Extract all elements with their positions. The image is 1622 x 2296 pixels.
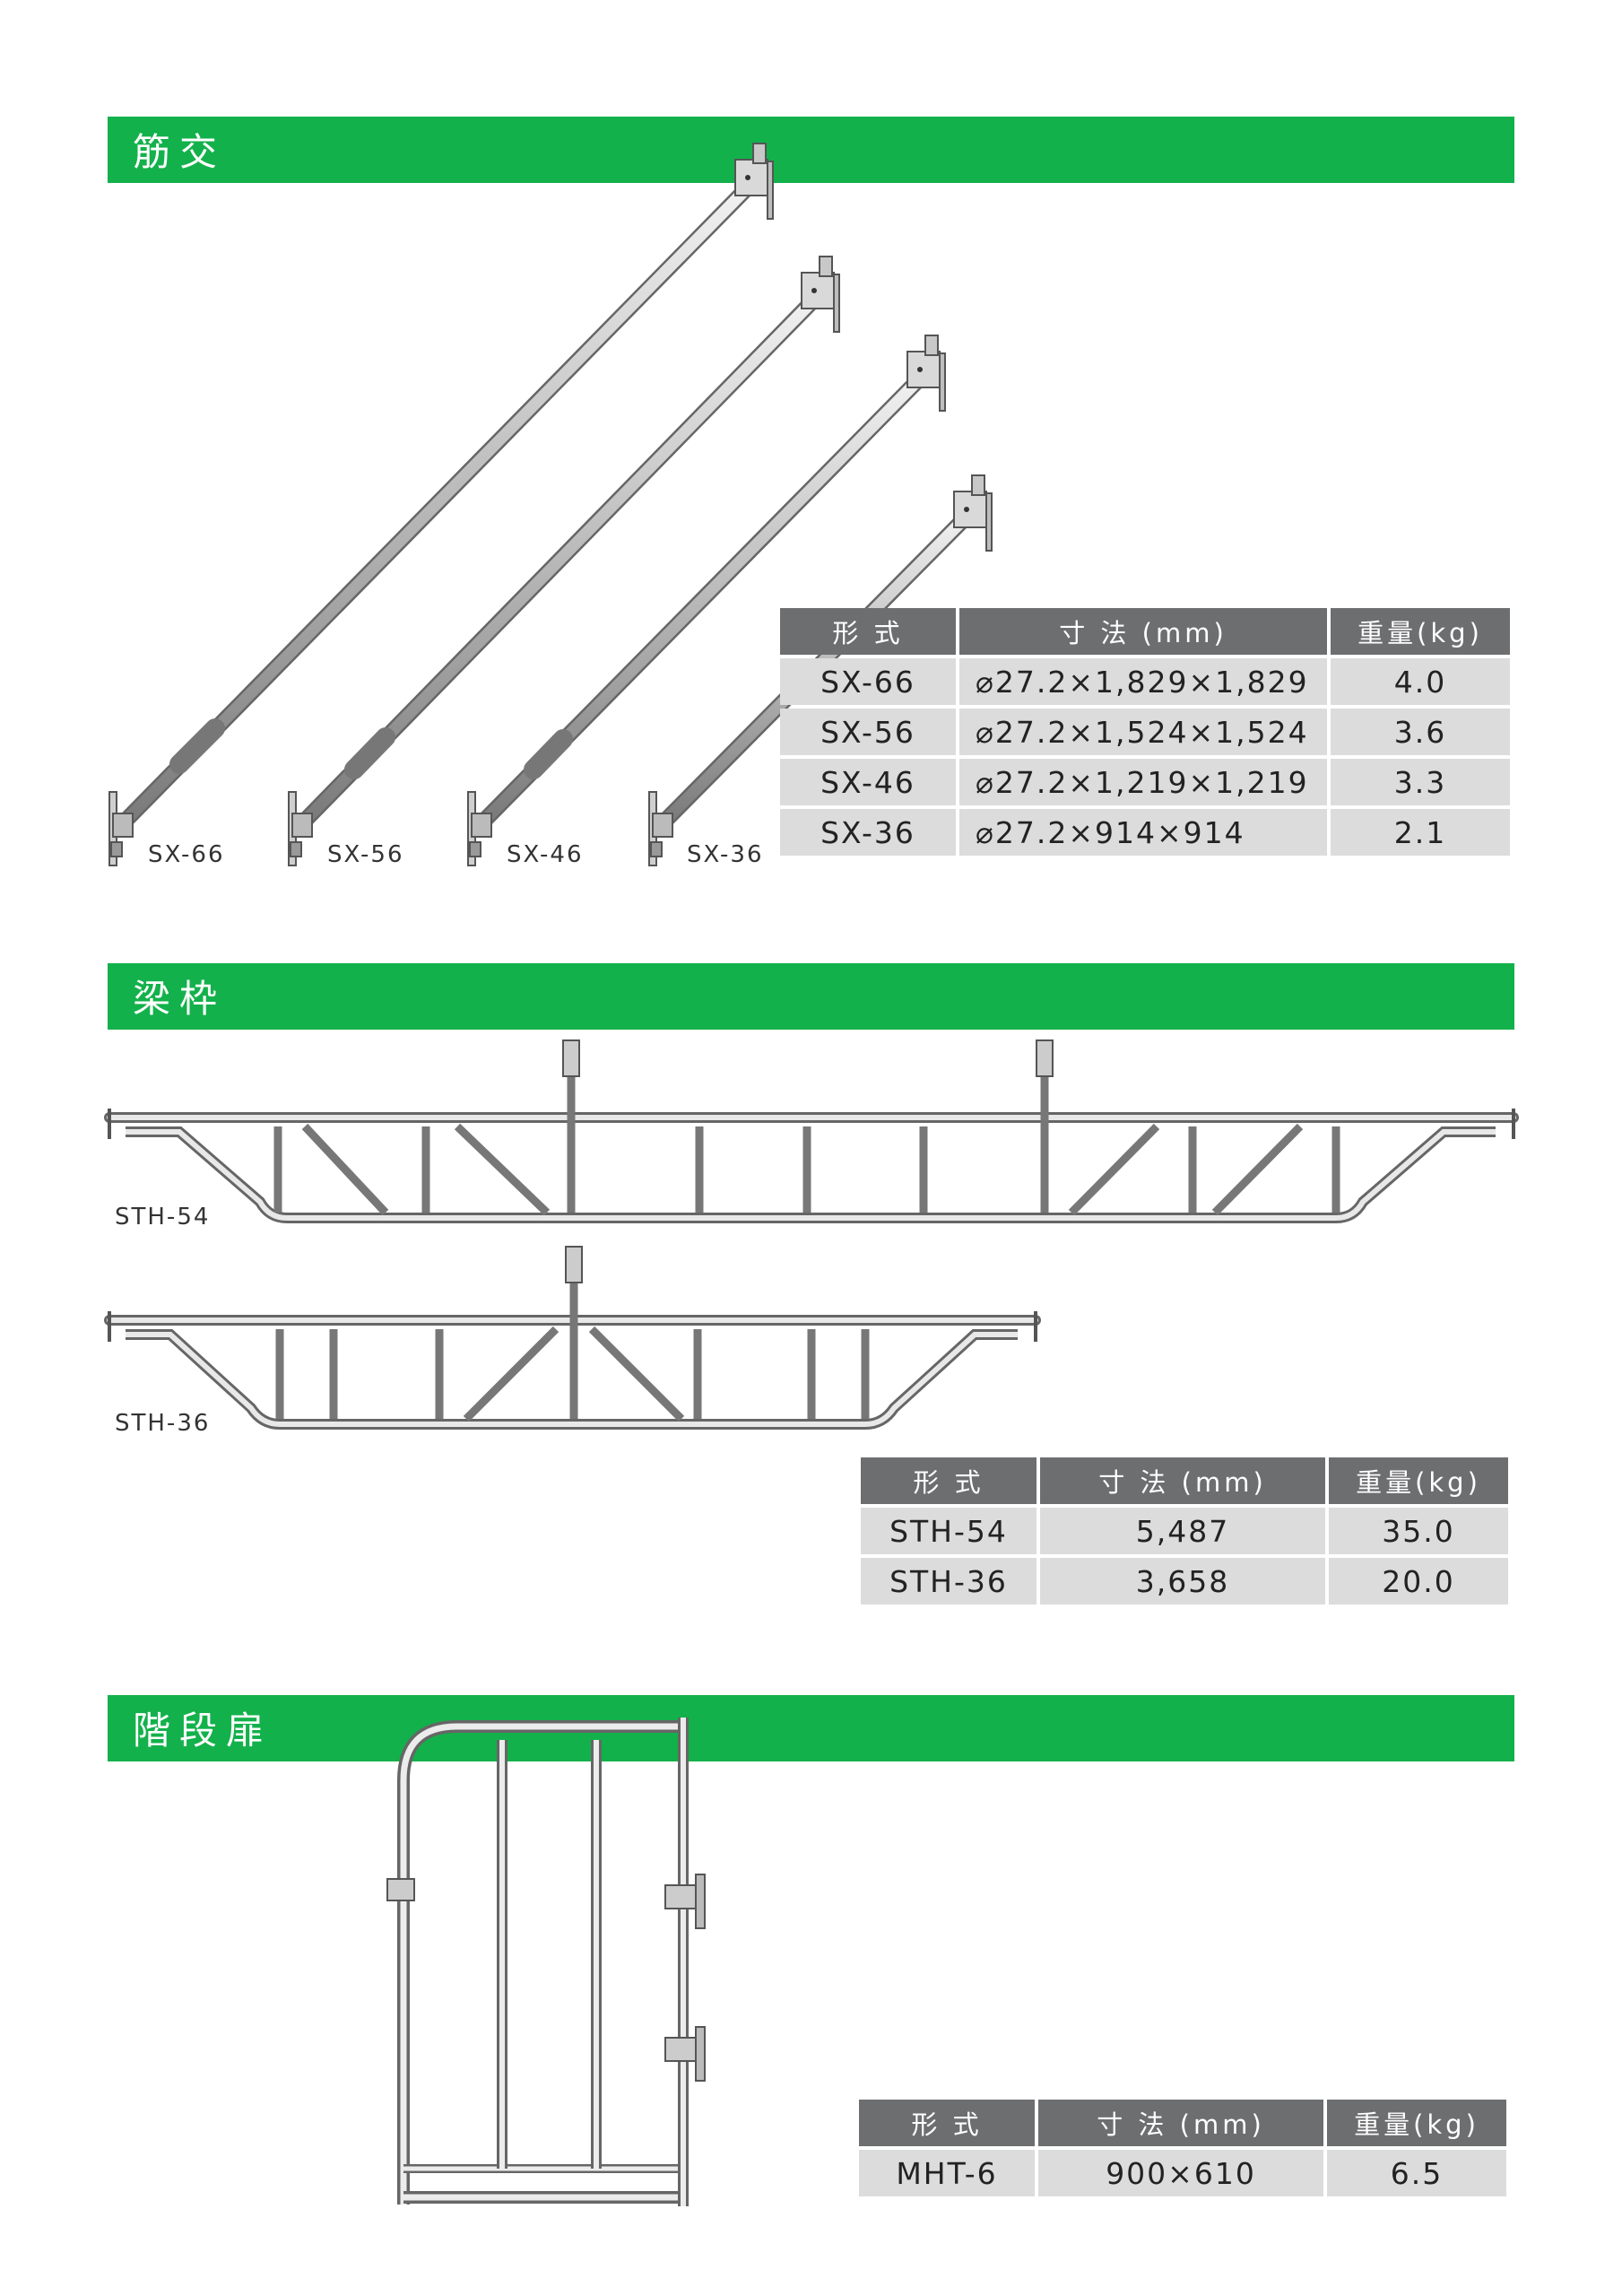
cell-weight: 3.6 <box>1331 709 1510 755</box>
header-dimension: 寸 法 (mm) <box>959 608 1327 655</box>
brace-sx66-illustration <box>108 143 774 866</box>
brace-spec-table: 形 式 寸 法 (mm) 重量(kg) SX-66 ⌀27.2×1,829×1,… <box>776 604 1514 859</box>
cell-weight: 4.0 <box>1331 658 1510 705</box>
table-header-row: 形 式 寸 法 (mm) 重量(kg) <box>780 608 1510 655</box>
cell-weight: 3.3 <box>1331 759 1510 805</box>
header-weight: 重量(kg) <box>1331 608 1510 655</box>
stair-door-mht6-illustration <box>386 1718 706 2206</box>
section-bar-brace: 筋交 <box>108 117 1514 183</box>
section-bar-beam: 梁枠 <box>108 963 1514 1030</box>
beam-sth36-illustration <box>104 1246 1041 1430</box>
header-type: 形 式 <box>861 1457 1037 1504</box>
cell-dimension: ⌀27.2×1,524×1,524 <box>959 709 1327 755</box>
label-sx56: SX-56 <box>327 841 404 868</box>
cell-weight: 2.1 <box>1331 809 1510 856</box>
cell-type: SX-66 <box>780 658 956 705</box>
cell-dimension: 900×610 <box>1038 2150 1323 2196</box>
cell-type: MHT-6 <box>859 2150 1035 2196</box>
label-sx36: SX-36 <box>687 841 764 868</box>
beam-spec-table: 形 式 寸 法 (mm) 重量(kg) STH-54 5,487 35.0 ST… <box>857 1454 1512 1608</box>
cell-dimension: ⌀27.2×914×914 <box>959 809 1327 856</box>
cell-dimension: 3,658 <box>1040 1558 1325 1605</box>
cell-type: SX-46 <box>780 759 956 805</box>
header-dimension: 寸 法 (mm) <box>1040 1457 1325 1504</box>
section-title-brace: 筋交 <box>133 130 227 174</box>
cell-weight: 20.0 <box>1329 1558 1508 1605</box>
label-sx66: SX-66 <box>148 841 225 868</box>
cell-weight: 6.5 <box>1327 2150 1506 2196</box>
brace-sx46-illustration <box>467 335 946 866</box>
cell-dimension: ⌀27.2×1,219×1,219 <box>959 759 1327 805</box>
cell-dimension: ⌀27.2×1,829×1,829 <box>959 658 1327 705</box>
header-type: 形 式 <box>780 608 956 655</box>
table-row: SX-66 ⌀27.2×1,829×1,829 4.0 <box>780 658 1510 705</box>
cell-dimension: 5,487 <box>1040 1508 1325 1554</box>
cell-type: SX-56 <box>780 709 956 755</box>
table-header-row: 形 式 寸 法 (mm) 重量(kg) <box>861 1457 1508 1504</box>
label-sth54: STH-54 <box>115 1204 211 1231</box>
table-row: SX-36 ⌀27.2×914×914 2.1 <box>780 809 1510 856</box>
table-row: MHT-6 900×610 6.5 <box>859 2150 1506 2196</box>
header-weight: 重量(kg) <box>1329 1457 1508 1504</box>
table-row: SX-46 ⌀27.2×1,219×1,219 3.3 <box>780 759 1510 805</box>
cell-weight: 35.0 <box>1329 1508 1508 1554</box>
section-title-beam: 梁枠 <box>133 977 227 1021</box>
label-sth36: STH-36 <box>115 1410 211 1437</box>
table-header-row: 形 式 寸 法 (mm) 重量(kg) <box>859 2100 1506 2146</box>
header-type: 形 式 <box>859 2100 1035 2146</box>
table-row: SX-56 ⌀27.2×1,524×1,524 3.6 <box>780 709 1510 755</box>
cell-type: STH-54 <box>861 1508 1037 1554</box>
table-row: STH-36 3,658 20.0 <box>861 1558 1508 1605</box>
beam-sth54-illustration <box>104 1039 1519 1223</box>
header-dimension: 寸 法 (mm) <box>1038 2100 1323 2146</box>
cell-type: SX-36 <box>780 809 956 856</box>
label-sx46: SX-46 <box>507 841 584 868</box>
section-title-stair-door: 階段扉 <box>133 1709 273 1752</box>
brace-sx56-illustration <box>288 256 840 866</box>
cell-type: STH-36 <box>861 1558 1037 1605</box>
section-bar-stair-door: 階段扉 <box>108 1695 1514 1761</box>
table-row: STH-54 5,487 35.0 <box>861 1508 1508 1554</box>
stair-door-spec-table: 形 式 寸 法 (mm) 重量(kg) MHT-6 900×610 6.5 <box>855 2096 1510 2200</box>
header-weight: 重量(kg) <box>1327 2100 1506 2146</box>
